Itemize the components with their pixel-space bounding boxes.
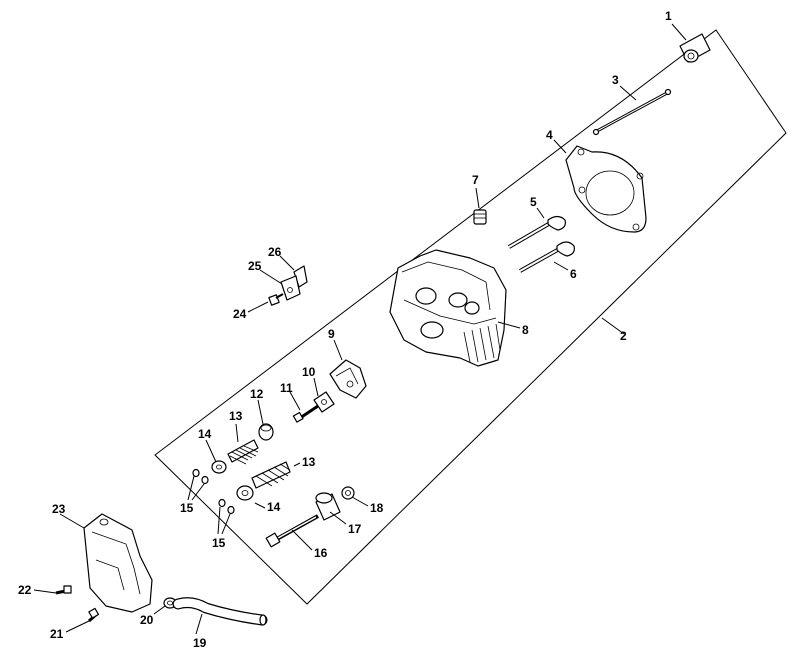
part-25-bracket [280,275,301,301]
callout-3: 3 [612,73,619,87]
callout-11: 11 [280,381,293,395]
callout-19: 19 [193,636,207,650]
callout-21: 21 [50,627,64,641]
callout-12: 12 [250,387,264,401]
part-10-pivot [313,391,335,413]
part-1-tube [679,33,711,63]
part-15-keepers-upper [192,468,209,485]
part-9-rocker-arm [329,359,367,399]
part-18-washer [341,486,355,500]
part-17-spacer [315,492,341,521]
callout-23: 23 [52,502,66,516]
part-13-spring-upper [227,439,259,465]
callout-15a: 15 [180,501,194,515]
callout-22: 22 [18,583,32,597]
callout-labels: 1 2 3 4 5 6 7 8 9 10 11 12 13 13 14 14 1… [18,9,672,650]
callout-15b: 15 [212,536,226,550]
part-12-cap [258,423,274,441]
callout-25: 25 [248,259,262,273]
part-14-retainer-upper [211,460,227,474]
callout-14b: 14 [267,500,281,514]
callout-20: 20 [140,613,154,627]
part-5-valve [507,215,566,249]
part-14-retainer-lower [236,485,254,501]
part-19-hose [172,597,268,626]
callout-13b: 13 [302,455,316,469]
callout-17: 17 [348,522,362,536]
part-6-valve [519,241,575,273]
callout-10: 10 [302,365,316,379]
callout-4: 4 [546,128,553,142]
part-16-bolt [265,514,319,548]
callout-13a: 13 [229,409,243,423]
callout-18: 18 [370,501,384,515]
callout-1: 1 [665,9,672,23]
callout-8: 8 [522,323,529,337]
kit-boundary-outline [154,29,787,605]
part-7-seal [473,209,487,225]
callout-6: 6 [570,267,577,281]
leader-lines [33,23,687,635]
callout-14a: 14 [198,427,212,441]
callout-5: 5 [530,195,537,209]
part-15-keepers-lower [218,498,235,515]
callout-2: 2 [620,329,627,343]
part-3-push-rod [592,88,672,136]
part-24-screw [268,293,284,306]
part-8-cylinder-head [389,249,507,367]
part-23-valve-cover [83,513,153,613]
callout-9: 9 [328,327,335,341]
part-11-bolt [292,404,319,423]
callout-26: 26 [268,245,282,259]
part-4-gasket [565,145,647,233]
part-22-screw [55,585,72,595]
callout-7: 7 [472,173,479,187]
callout-16: 16 [314,546,328,560]
part-13-spring-lower [251,461,291,489]
part-21-screw [88,607,100,623]
callout-24: 24 [233,307,247,321]
